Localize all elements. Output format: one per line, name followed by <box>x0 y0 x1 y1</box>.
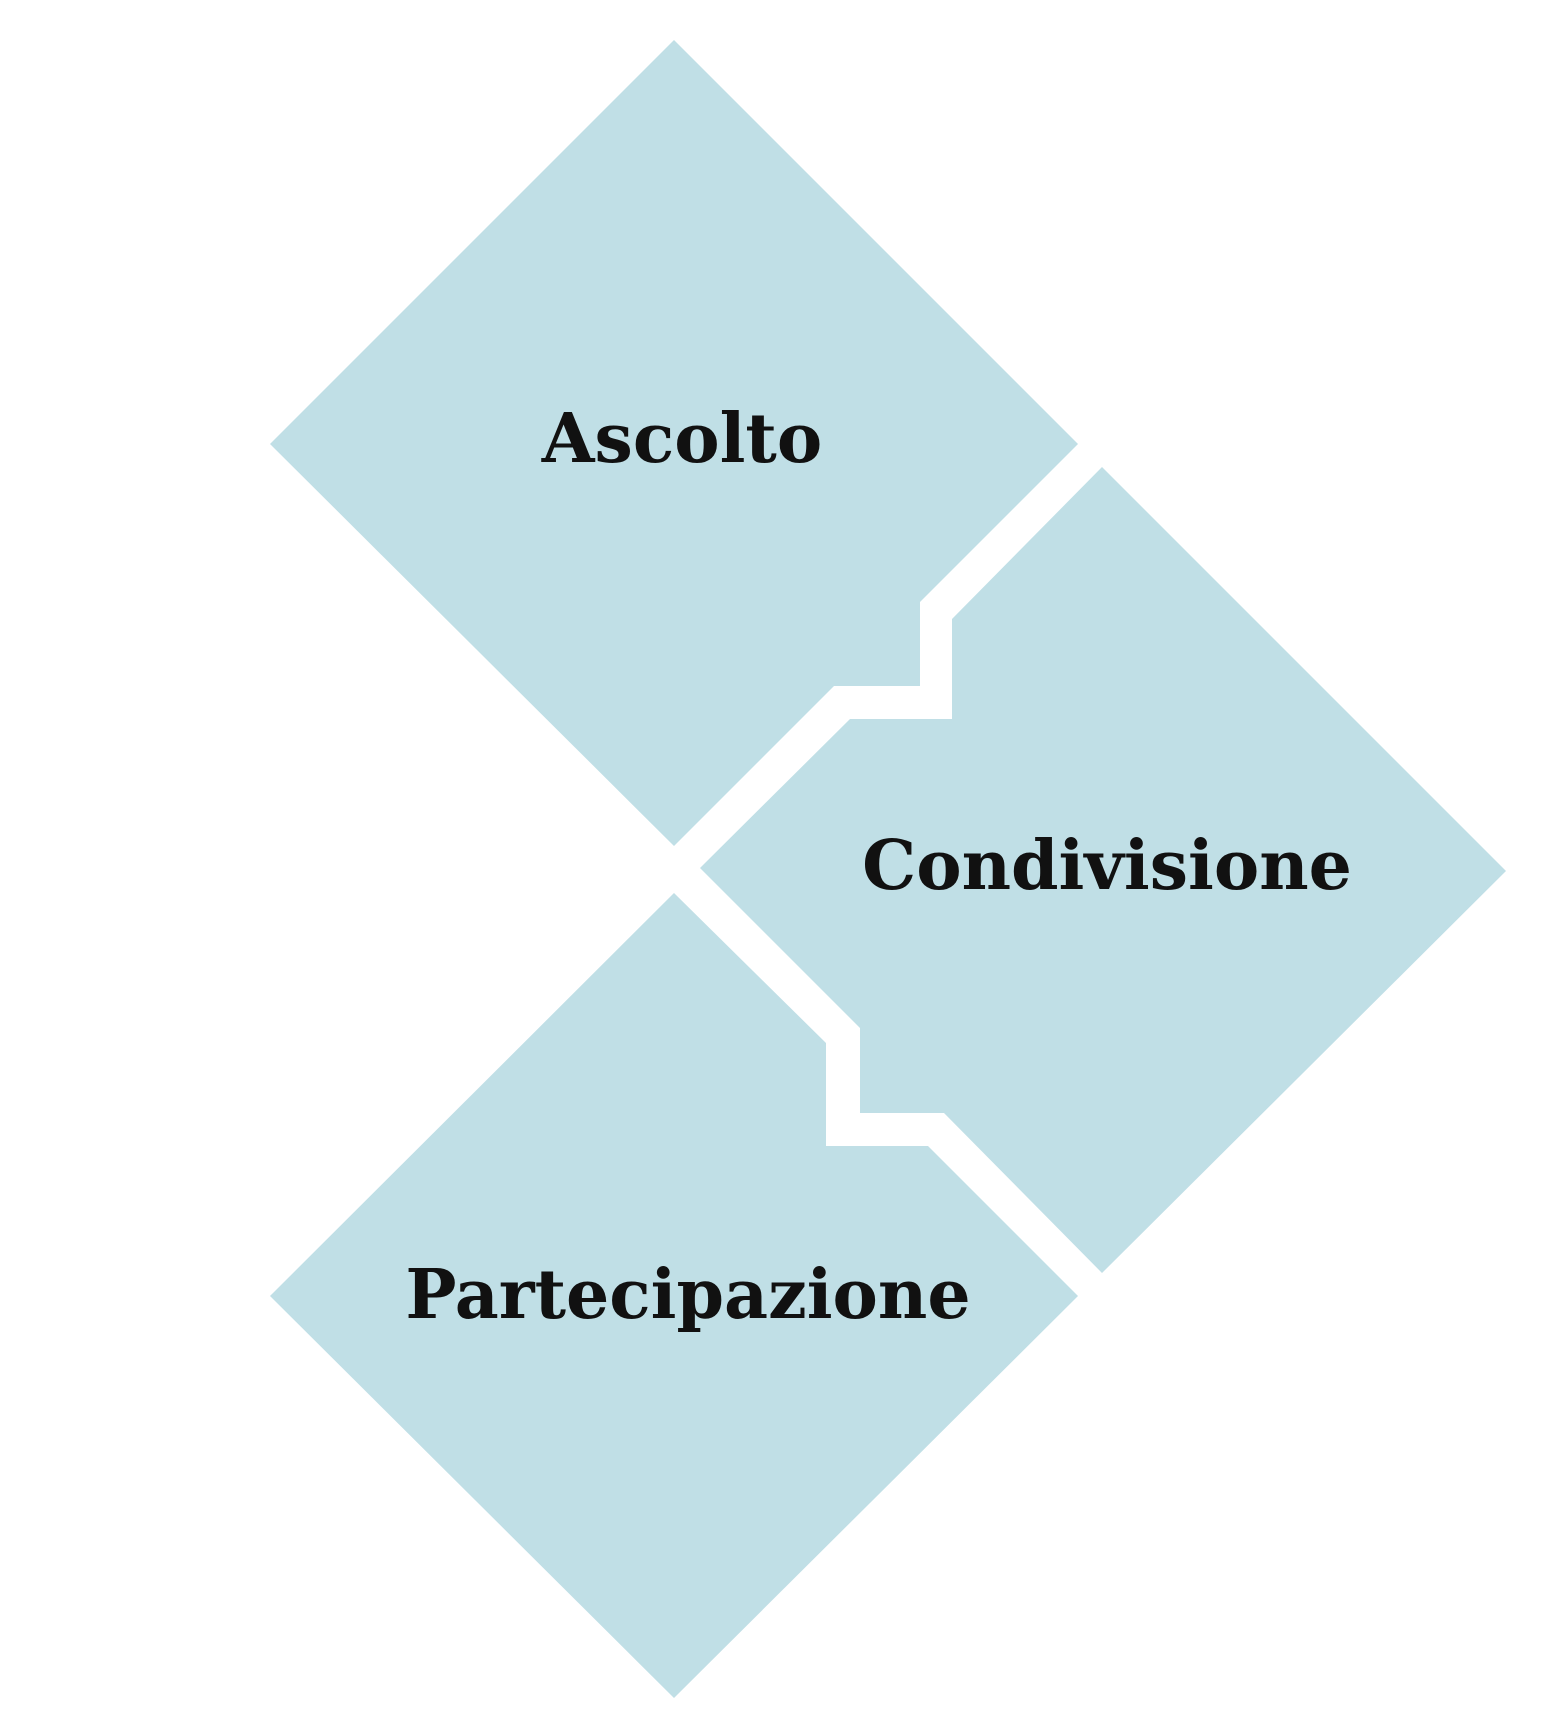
tile-partecipazione <box>270 893 1078 1698</box>
tile-condivisione <box>700 467 1506 1273</box>
tile-ascolto <box>270 40 1078 846</box>
tile-condivisione-label: Condivisione <box>862 826 1352 906</box>
tile-ascolto-label: Ascolto <box>541 399 822 479</box>
tile-partecipazione-label: Partecipazione <box>405 1255 970 1335</box>
